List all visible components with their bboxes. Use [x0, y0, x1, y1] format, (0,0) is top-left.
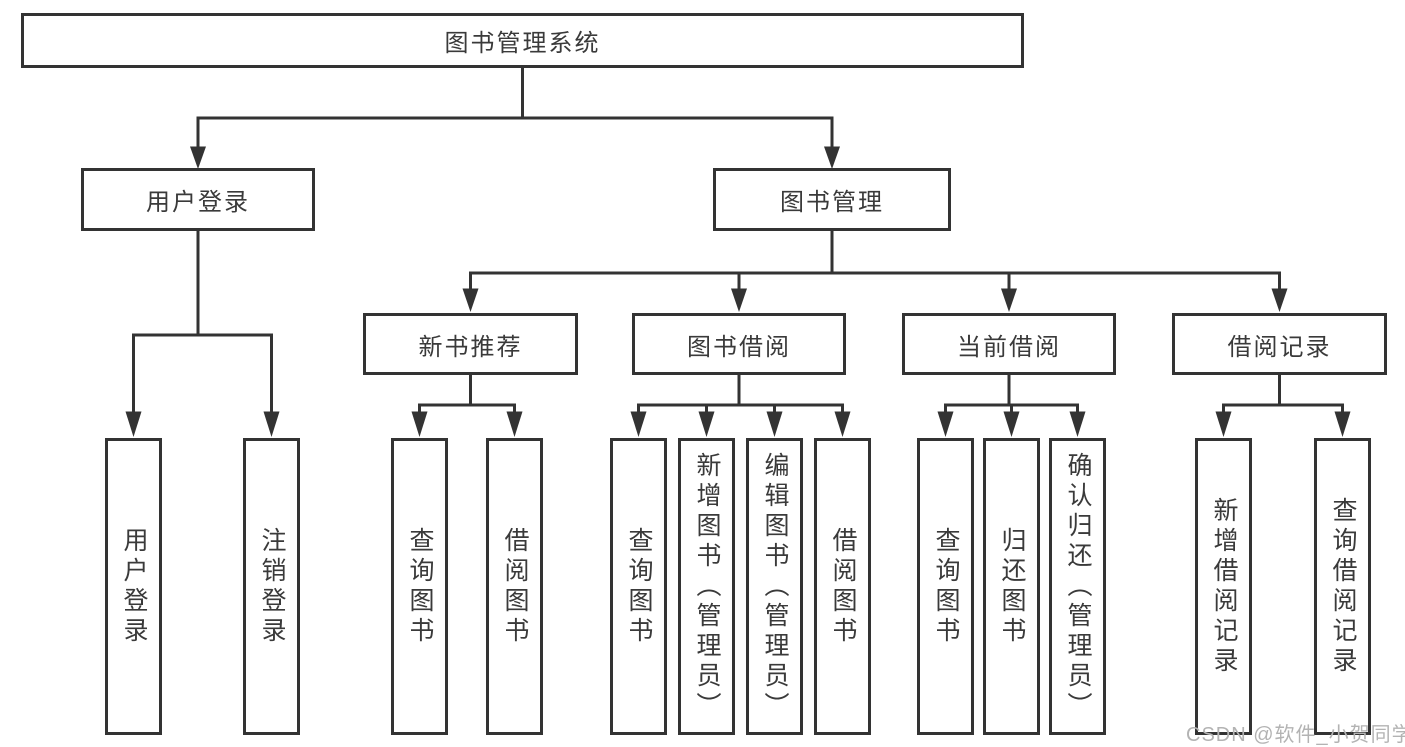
node-new-book-recommend-label: 新书推荐 — [418, 333, 523, 361]
leaf-borrow-books-2-label: 借阅图书 — [829, 526, 857, 647]
leaf-return-book: 归还图书 — [983, 438, 1040, 735]
leaf-query-books-2-label: 查询图书 — [625, 526, 653, 647]
node-new-book-recommend: 新书推荐 — [363, 313, 578, 375]
node-borrow-records: 借阅记录 — [1172, 313, 1387, 375]
connector-book-borrow-children — [630, 375, 851, 437]
leaf-confirm-return-admin: 确认归还（管理员） — [1049, 438, 1106, 735]
leaf-borrow-books-2: 借阅图书 — [814, 438, 871, 735]
leaf-query-books-2: 查询图书 — [610, 438, 667, 735]
leaf-user-login: 用户登录 — [105, 438, 162, 735]
arrowhead-down — [937, 411, 954, 437]
arrowhead-down — [1215, 411, 1232, 437]
leaf-logout: 注销登录 — [243, 438, 300, 735]
arrowhead-down — [1271, 288, 1288, 312]
node-borrow-records-label: 借阅记录 — [1227, 333, 1332, 361]
arrowhead-down — [766, 411, 783, 437]
arrowhead-down — [1001, 288, 1017, 312]
node-current-borrow-label: 当前借阅 — [957, 333, 1061, 361]
node-user-login-label: 用户登录 — [146, 189, 250, 216]
connector-new-book-recommend-children — [411, 375, 523, 437]
connector-current-borrow-children — [937, 375, 1086, 437]
arrowhead-down — [263, 411, 280, 437]
node-book-borrow-label: 图书借阅 — [687, 333, 791, 361]
leaf-borrow-books-1-label: 借阅图书 — [501, 526, 529, 647]
leaf-query-books-1-label: 查询图书 — [406, 526, 434, 647]
leaf-query-borrow-record: 查询借阅记录 — [1314, 438, 1371, 735]
leaf-logout-label: 注销登录 — [258, 526, 286, 647]
connector-root-to-level2 — [190, 68, 840, 169]
watermark: CSDN @软件_小贺同学 — [1186, 724, 1405, 746]
arrowhead-down — [1003, 411, 1020, 437]
node-root-label: 图书管理系统 — [444, 30, 601, 57]
leaf-user-login-label: 用户登录 — [120, 526, 148, 647]
node-root: 图书管理系统 — [21, 13, 1024, 68]
leaf-query-borrow-record-label: 查询借阅记录 — [1329, 496, 1357, 677]
leaf-add-borrow-record: 新增借阅记录 — [1195, 438, 1252, 735]
connector-borrow-records-children — [1215, 375, 1351, 437]
connector-book-management-children — [462, 231, 1288, 312]
connector-user-login-children — [125, 231, 280, 437]
arrowhead-down — [506, 411, 523, 437]
arrowhead-down — [834, 411, 851, 437]
arrowhead-down — [824, 146, 840, 169]
leaf-add-book-admin: 新增图书（管理员） — [678, 438, 735, 735]
leaf-query-books-1: 查询图书 — [391, 438, 448, 735]
arrowhead-down — [698, 411, 715, 437]
leaf-edit-book-admin: 编辑图书（管理员） — [746, 438, 803, 735]
node-book-borrow: 图书借阅 — [632, 313, 846, 375]
node-user-login: 用户登录 — [81, 168, 315, 231]
node-book-management: 图书管理 — [713, 168, 951, 231]
arrowhead-down — [190, 146, 206, 169]
arrowhead-down — [1069, 411, 1086, 437]
leaf-edit-book-admin-label: 编辑图书（管理员） — [761, 451, 789, 722]
arrowhead-down — [411, 411, 428, 437]
leaf-query-books-3: 查询图书 — [917, 438, 974, 735]
leaf-return-book-label: 归还图书 — [998, 526, 1026, 647]
leaf-add-book-admin-label: 新增图书（管理员） — [693, 451, 721, 722]
leaf-borrow-books-1: 借阅图书 — [486, 438, 543, 735]
arrowhead-down — [462, 288, 479, 312]
arrowhead-down — [731, 288, 747, 312]
leaf-confirm-return-admin-label: 确认归还（管理员） — [1064, 451, 1092, 722]
arrowhead-down — [1334, 411, 1351, 437]
leaf-add-borrow-record-label: 新增借阅记录 — [1210, 496, 1238, 677]
arrowhead-down — [125, 411, 142, 437]
node-current-borrow: 当前借阅 — [902, 313, 1116, 375]
leaf-query-books-3-label: 查询图书 — [932, 526, 960, 647]
node-book-management-label: 图书管理 — [780, 189, 884, 216]
arrowhead-down — [630, 411, 647, 437]
